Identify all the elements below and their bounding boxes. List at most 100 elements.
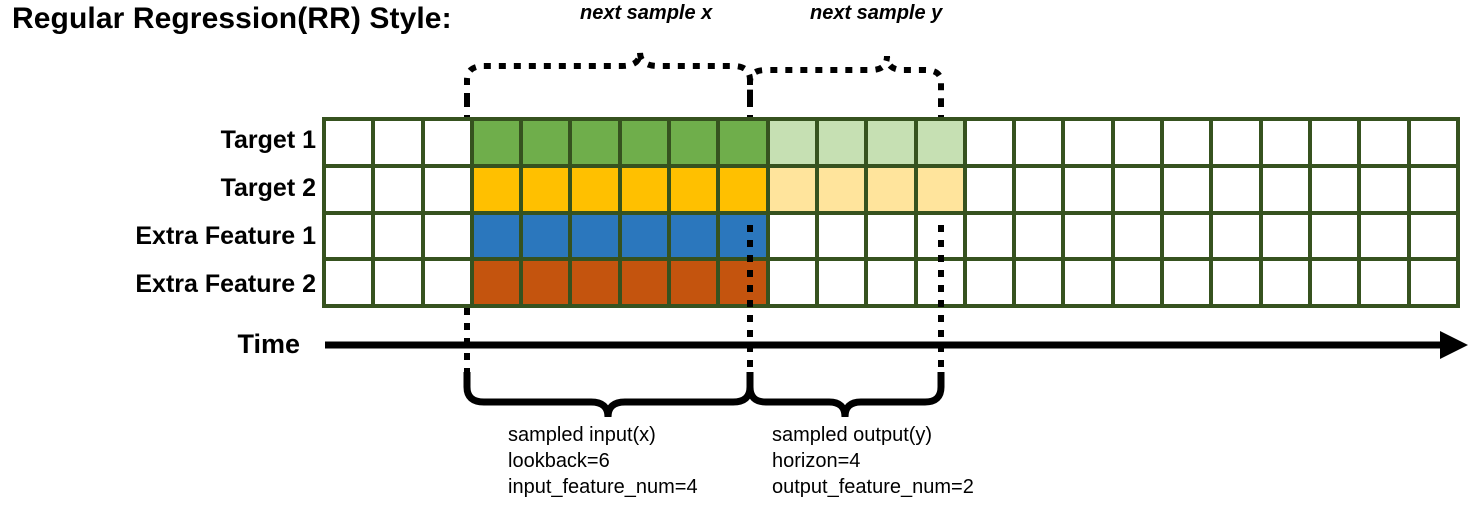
caption-output-line-1: sampled output(y) — [772, 424, 933, 446]
grid-cell-target-2-c1 — [375, 167, 421, 211]
brace-next-sample-x — [464, 51, 753, 100]
grid-cell-extra-feature-1-c3 — [473, 214, 520, 258]
grid-cell-extra-feature-2-c16 — [1114, 261, 1161, 304]
grid-cell-extra-feature-2-c5 — [572, 261, 618, 304]
grid-cell-target-1-c6 — [621, 121, 668, 164]
grid-cell-extra-feature-2-c4 — [523, 261, 569, 304]
grid-cell-extra-feature-1-c6 — [621, 214, 668, 258]
grid-cell-extra-feature-1-c15 — [1065, 214, 1111, 258]
grid-cell-extra-feature-1-c2 — [424, 214, 470, 258]
grid-cell-extra-feature-2-c9 — [769, 261, 815, 304]
grid-cell-target-2-c2 — [424, 167, 470, 211]
grid-cell-target-1-c15 — [1065, 121, 1111, 164]
caption-output-line-3: output_feature_num=2 — [772, 476, 974, 498]
grid-cell-extra-feature-2-c0 — [326, 261, 372, 304]
grid-cell-target-2-c6 — [621, 167, 668, 211]
grid-cell-extra-feature-2-c12 — [917, 261, 963, 304]
grid-cell-target-1-c0 — [326, 121, 372, 164]
grid-cell-extra-feature-1-c4 — [523, 214, 569, 258]
grid-row-extra-feature-2 — [326, 261, 1456, 304]
grid-cell-target-2-c15 — [1065, 167, 1111, 211]
grid-cell-target-2-c10 — [818, 167, 865, 211]
grid-cell-target-2-c20 — [1311, 167, 1358, 211]
grid-cell-extra-feature-1-c1 — [375, 214, 421, 258]
grid-cell-target-1-c16 — [1114, 121, 1161, 164]
grid-cell-extra-feature-2-c17 — [1164, 261, 1210, 304]
grid-cell-target-2-c17 — [1164, 167, 1210, 211]
grid-cell-target-1-c20 — [1311, 121, 1358, 164]
timeline-grid — [322, 117, 1460, 308]
caption-sampled-output: sampled output(y) horizon=4 output_featu… — [772, 422, 974, 500]
caption-output-line-2: horizon=4 — [772, 450, 861, 472]
grid-cell-target-2-c8 — [720, 167, 766, 211]
grid-cell-target-2-c5 — [572, 167, 618, 211]
grid-cell-target-1-c5 — [572, 121, 618, 164]
grid-cell-target-2-c9 — [769, 167, 815, 211]
grid-cell-extra-feature-1-c8 — [720, 214, 766, 258]
grid-cell-target-1-c2 — [424, 121, 470, 164]
grid-cell-target-1-c14 — [1016, 121, 1062, 164]
grid-cell-extra-feature-1-c21 — [1361, 214, 1407, 258]
grid-cell-target-2-c13 — [966, 167, 1013, 211]
grid-cell-extra-feature-1-c16 — [1114, 214, 1161, 258]
grid-cell-target-2-c16 — [1114, 167, 1161, 211]
grid-cell-target-1-c9 — [769, 121, 815, 164]
grid-cell-extra-feature-2-c15 — [1065, 261, 1111, 304]
grid-cell-extra-feature-2-c8 — [720, 261, 766, 304]
grid-cell-extra-feature-1-c0 — [326, 214, 372, 258]
grid-cell-extra-feature-2-c3 — [473, 261, 520, 304]
grid-cell-extra-feature-2-c21 — [1361, 261, 1407, 304]
grid-cell-extra-feature-1-c11 — [868, 214, 914, 258]
grid-cell-target-1-c7 — [671, 121, 717, 164]
grid-cell-extra-feature-1-c9 — [769, 214, 815, 258]
grid-cell-extra-feature-1-c18 — [1213, 214, 1259, 258]
caption-input-line-1: sampled input(x) — [508, 424, 656, 446]
caption-sampled-input: sampled input(x) lookback=6 input_featur… — [508, 422, 698, 500]
grid-cell-target-2-c22 — [1410, 167, 1456, 211]
grid-cell-target-2-c4 — [523, 167, 569, 211]
grid-row-target-1 — [326, 121, 1456, 164]
grid-cell-target-1-c8 — [720, 121, 766, 164]
grid-cell-target-1-c12 — [917, 121, 963, 164]
grid-cell-extra-feature-2-c11 — [868, 261, 914, 304]
grid-cell-extra-feature-2-c20 — [1311, 261, 1358, 304]
grid-cell-target-1-c22 — [1410, 121, 1456, 164]
grid-cell-target-2-c18 — [1213, 167, 1259, 211]
grid-cell-target-1-c17 — [1164, 121, 1210, 164]
grid-cell-extra-feature-2-c19 — [1262, 261, 1308, 304]
grid-cell-extra-feature-1-c12 — [917, 214, 963, 258]
grid-cell-extra-feature-1-c14 — [1016, 214, 1062, 258]
brace-sampled-output — [746, 372, 945, 418]
grid-cell-target-1-c3 — [473, 121, 520, 164]
row-label-extra-feature-1: Extra Feature 1 — [135, 222, 316, 250]
page-title: Regular Regression(RR) Style: — [12, 2, 452, 35]
grid-cell-target-1-c13 — [966, 121, 1013, 164]
grid-row-target-2 — [326, 167, 1456, 211]
grid-cell-extra-feature-1-c20 — [1311, 214, 1358, 258]
grid-cell-extra-feature-2-c14 — [1016, 261, 1062, 304]
grid-cell-extra-feature-2-c2 — [424, 261, 470, 304]
callout-next-sample-y: next sample y — [810, 2, 943, 24]
grid-cell-extra-feature-2-c18 — [1213, 261, 1259, 304]
grid-cell-target-1-c19 — [1262, 121, 1308, 164]
grid-cell-extra-feature-1-c13 — [966, 214, 1013, 258]
grid-row-extra-feature-1 — [326, 214, 1456, 258]
grid-cell-extra-feature-2-c7 — [671, 261, 717, 304]
grid-cell-target-1-c11 — [868, 121, 914, 164]
grid-cell-extra-feature-1-c19 — [1262, 214, 1308, 258]
callout-next-sample-x: next sample x — [580, 2, 713, 24]
grid-cell-target-1-c4 — [523, 121, 569, 164]
grid-cell-extra-feature-2-c22 — [1410, 261, 1456, 304]
grid-cell-extra-feature-2-c13 — [966, 261, 1013, 304]
grid-cell-target-2-c21 — [1361, 167, 1407, 211]
row-label-extra-feature-2: Extra Feature 2 — [135, 270, 316, 298]
grid-cell-extra-feature-1-c5 — [572, 214, 618, 258]
grid-cell-extra-feature-2-c1 — [375, 261, 421, 304]
grid-cell-extra-feature-1-c10 — [818, 214, 865, 258]
grid-cell-target-2-c0 — [326, 167, 372, 211]
grid-cell-target-1-c21 — [1361, 121, 1407, 164]
row-label-target-1: Target 1 — [220, 126, 316, 154]
axis-label-time: Time — [237, 329, 300, 359]
row-label-target-2: Target 2 — [220, 174, 316, 202]
